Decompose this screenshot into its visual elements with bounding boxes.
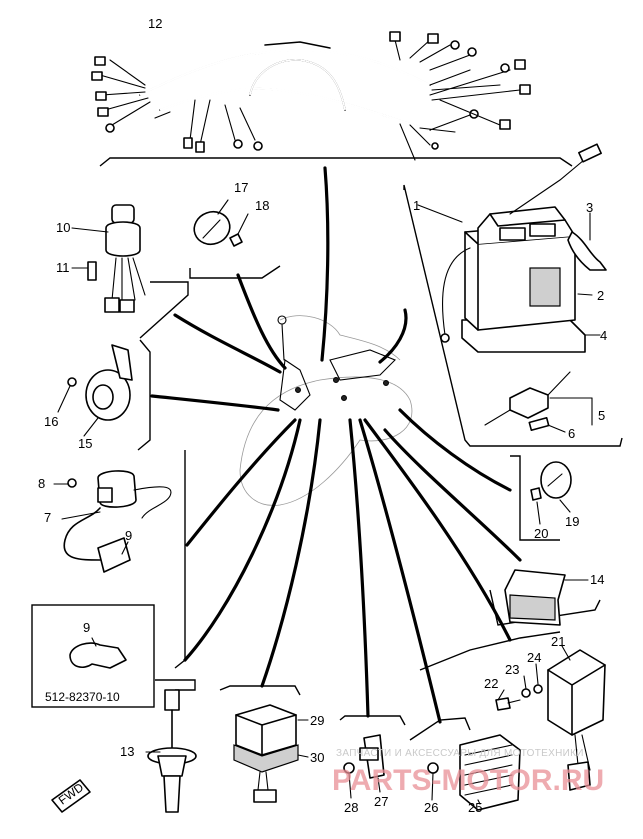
neutral-switch (145, 689, 197, 813)
callout-14: 14 (590, 572, 604, 587)
inset-part-code: 512-82370-10 (45, 690, 120, 704)
cover-19 (530, 461, 572, 525)
callout-26: 26 (424, 800, 438, 815)
callout-3: 3 (586, 200, 593, 215)
watermark-logo: PARTS-MOTOR.RU (332, 764, 604, 797)
cover-plate (193, 199, 249, 247)
callout-17: 17 (234, 180, 248, 195)
callout-30: 30 (310, 750, 324, 765)
callout-9-inset: 9 (83, 620, 90, 635)
callout-16: 16 (44, 414, 58, 429)
callout-7: 7 (44, 510, 51, 525)
watermark-tagline: ЗАПЧАСТИ И АКСЕССУАРЫ ДЛЯ МОТОТЕХНИКИ (336, 748, 584, 759)
callout-9: 9 (125, 528, 132, 543)
callout-8: 8 (38, 476, 45, 491)
callout-22: 22 (484, 676, 498, 691)
ignition-coil (53, 470, 172, 573)
callout-25: 25 (468, 800, 482, 815)
callout-23: 23 (505, 662, 519, 677)
bracket-27 (343, 734, 385, 799)
callout-5: 5 (598, 408, 605, 423)
callout-24: 24 (527, 650, 541, 665)
inset-box (31, 604, 155, 708)
frame-outline (239, 315, 413, 506)
leader-lines (150, 166, 522, 724)
callout-4: 4 (600, 328, 607, 343)
callout-29: 29 (310, 713, 324, 728)
callout-11: 11 (56, 260, 70, 275)
regulator (495, 645, 606, 791)
watermark: ЗАПЧАСТИ И АКСЕССУАРЫ ДЛЯ МОТОТЕХНИКИ PA… (332, 748, 604, 797)
callout-13: 13 (120, 744, 134, 759)
callout-1: 1 (413, 198, 420, 213)
battery (417, 143, 607, 353)
callout-6: 6 (568, 426, 575, 441)
rectifier (427, 734, 521, 811)
main-switch (71, 204, 146, 313)
fwd-arrow-icon: FWD (51, 779, 91, 813)
callout-15: 15 (78, 436, 92, 451)
wire-harness (91, 31, 531, 161)
callout-18: 18 (255, 198, 269, 213)
callout-19: 19 (565, 514, 579, 529)
callout-2: 2 (597, 288, 604, 303)
cdi-unit (504, 569, 589, 626)
callout-10: 10 (56, 220, 70, 235)
fuse-holder (484, 371, 593, 433)
relay (233, 704, 309, 803)
callout-21: 21 (551, 634, 565, 649)
horn (57, 344, 133, 437)
callout-28: 28 (344, 800, 358, 815)
callout-27: 27 (374, 794, 388, 809)
callout-20: 20 (534, 526, 548, 541)
callout-numbers: 12 1 3 2 4 5 6 10 11 17 18 16 15 8 7 9 9… (38, 16, 607, 815)
callout-12: 12 (148, 16, 162, 31)
